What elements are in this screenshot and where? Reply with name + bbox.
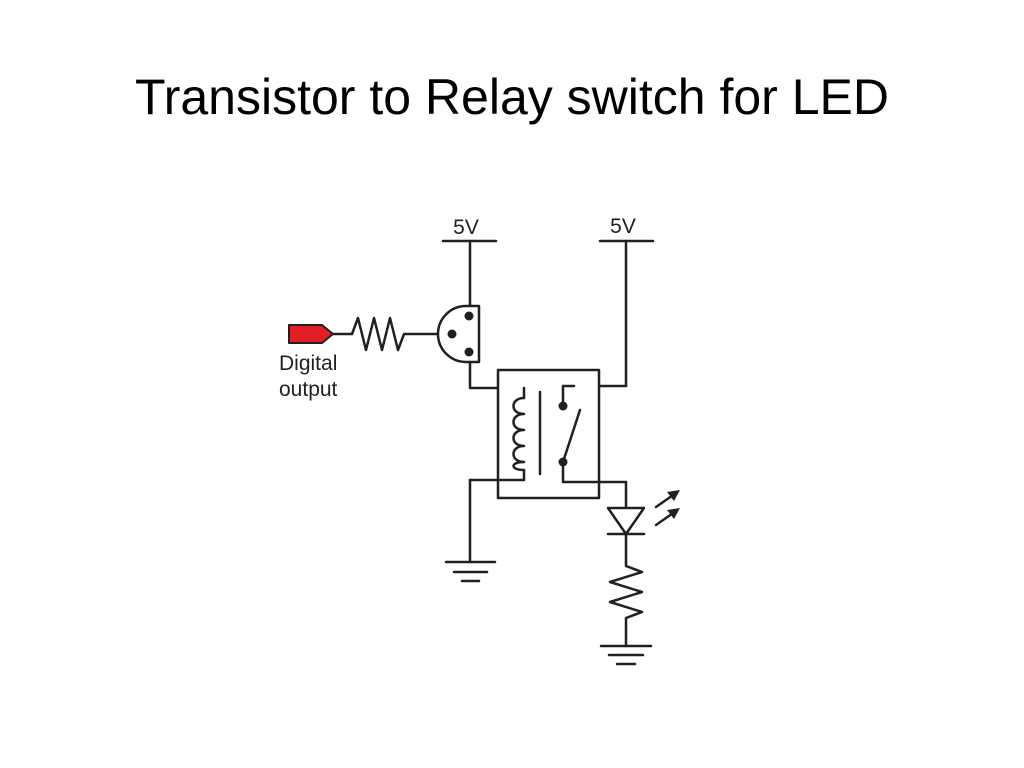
input-label-line1: Digital (279, 352, 337, 375)
supply-right-label: 5V (610, 215, 636, 238)
slide-title: Transistor to Relay switch for LED (135, 69, 889, 125)
supply-left-label: 5V (453, 216, 479, 239)
base-resistor (331, 316, 442, 352)
relay (468, 368, 628, 500)
transistor (436, 304, 481, 364)
input-label-line2: output (279, 378, 338, 401)
ground-right (599, 644, 653, 666)
relay-coil (512, 396, 526, 472)
ground-left (444, 478, 497, 583)
led-resistor (608, 560, 644, 648)
supply-rail-right: 5V (572, 215, 655, 388)
supply-rail-left: 5V (441, 216, 498, 310)
digital-output-pin: Digital output (279, 324, 338, 401)
led (606, 480, 680, 564)
relay-switch-arm (561, 408, 582, 464)
